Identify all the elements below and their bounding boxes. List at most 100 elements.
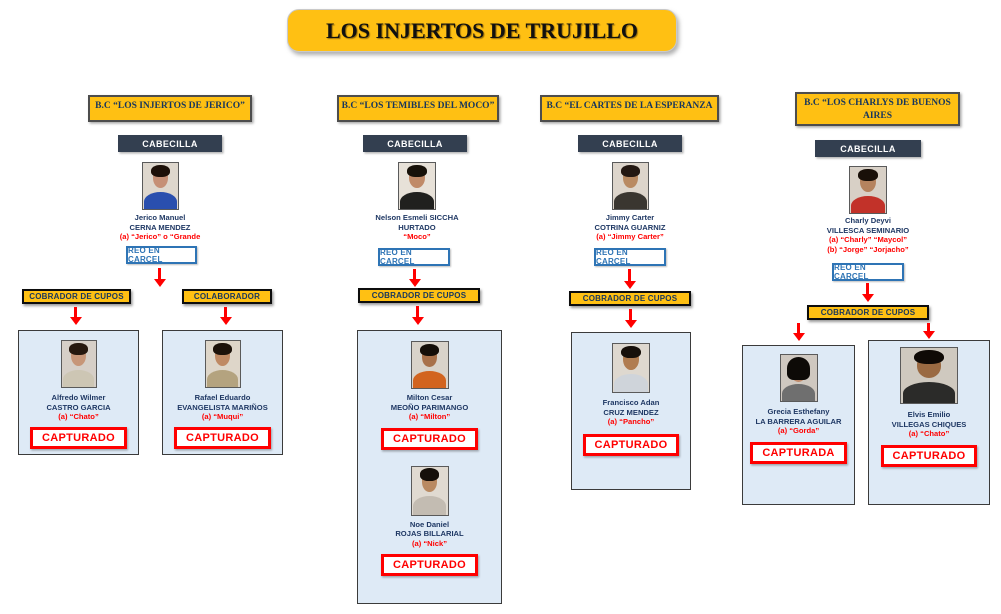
- person-alias: (a) “Pancho”: [607, 417, 655, 426]
- person-first-name: Francisco Adan: [602, 398, 660, 407]
- role-label-colaborador: COLABORADOR: [182, 289, 272, 304]
- person-first-name: Noe Daniel: [409, 519, 450, 529]
- arrow-down-icon: [624, 309, 637, 328]
- role-label-cobrador: COBRADOR DE CUPOS: [22, 289, 131, 304]
- member-name-block: Elvis Emilio VILLEGAS CHIQUES (a) “Chato…: [892, 410, 967, 439]
- arrow-down-icon: [623, 269, 636, 289]
- person-alias: (a) “Chato”: [908, 429, 950, 438]
- person-last-name: CASTRO GARCIA: [46, 402, 111, 412]
- photo-hair: [419, 343, 440, 356]
- photo-torso: [412, 496, 447, 515]
- cabecilla-label-jerico: CABECILLA: [118, 135, 222, 152]
- photo-torso: [62, 369, 95, 387]
- status-badge-reo: REO EN CARCEL: [378, 248, 450, 266]
- status-badge-reo: REO EN CARCEL: [832, 263, 904, 281]
- photo-torso: [614, 373, 648, 392]
- person-alias: (a) “Milton”: [408, 412, 451, 421]
- person-last-name: VILLESCA SEMINARIO: [826, 225, 910, 235]
- person-last-name: COTRINA GUARNIZ: [594, 222, 666, 232]
- person-first-name: Milton Cesar: [406, 393, 453, 402]
- photo-torso: [144, 191, 177, 209]
- leader-name-block: Jimmy Carter COTRINA GUARNIZ (a) “Jimmy …: [563, 213, 697, 242]
- member-name-block: Noe Daniel ROJAS BILLARIAL (a) “Nick”: [395, 520, 463, 549]
- leader-name-block: Jerico Manuel CERNA MENDEZ (a) “Jerico” …: [95, 213, 225, 242]
- arrow-down-icon: [922, 323, 935, 339]
- mugshot-photo: [398, 162, 436, 210]
- photo-torso: [206, 369, 239, 387]
- photo-hair: [407, 164, 427, 177]
- member-name-block: Francisco Adan CRUZ MENDEZ (a) “Pancho”: [603, 398, 660, 427]
- member-card: Alfredo Wilmer CASTRO GARCIA (a) “Chato”…: [18, 330, 139, 455]
- status-badge-capturado: CAPTURADO: [381, 427, 478, 450]
- person-first-name: Rafael Eduardo: [194, 393, 251, 402]
- photo-torso: [902, 382, 956, 403]
- mugshot-photo: [900, 347, 958, 404]
- member-name-block: Milton Cesar MEOÑO PARIMANGO (a) “Milton…: [391, 393, 468, 422]
- mugshot-photo: [612, 343, 650, 393]
- arrow-down-icon: [153, 268, 166, 287]
- photo-hair: [419, 468, 440, 481]
- person-alias: (a) “Jimmy Carter”: [596, 232, 664, 241]
- status-badge-capturado: CAPTURADO: [174, 426, 271, 449]
- cabecilla-label-esperanza: CABECILLA: [578, 135, 682, 152]
- role-label-cobrador: COBRADOR DE CUPOS: [807, 305, 929, 320]
- photo-hair: [621, 345, 641, 359]
- person-last-name: ROJAS BILLARIAL: [395, 529, 464, 538]
- branch-header-jerico: B.C “LOS INJERTOS DE JERICO”: [88, 95, 252, 122]
- member-card: Elvis Emilio VILLEGAS CHIQUES (a) “Chato…: [868, 340, 990, 505]
- person-first-name: Charly Deyvi: [844, 216, 891, 225]
- branch-header-esperanza: B.C “EL CARTES DE LA ESPERANZA: [540, 95, 719, 122]
- person-first-name: Grecia Esthefany: [767, 407, 830, 416]
- person-last-name: EVANGELISTA MARIÑOS: [177, 402, 268, 412]
- cabecilla-label-moco: CABECILLA: [363, 135, 467, 152]
- member-card: Milton Cesar MEOÑO PARIMANGO (a) “Milton…: [357, 330, 502, 604]
- status-badge-capturado: CAPTURADO: [880, 444, 978, 467]
- arrow-down-icon: [411, 306, 424, 325]
- photo-torso: [781, 383, 816, 401]
- role-label-cobrador: COBRADOR DE CUPOS: [358, 288, 480, 303]
- person-alias-2: (b) “Jorge” “Jorjacho”: [827, 244, 909, 254]
- arrow-down-icon: [219, 307, 232, 325]
- arrow-down-icon: [861, 283, 874, 302]
- mugshot-photo: [142, 162, 179, 210]
- person-alias: (a) “Gorda”: [777, 426, 820, 435]
- person-alias: (a) “Muqui”: [201, 412, 244, 421]
- person-last-name: VILLEGAS CHIQUES: [891, 419, 967, 429]
- person-alias: (a) “Charly” “Maycol”: [828, 235, 908, 244]
- mugshot-photo: [779, 354, 818, 402]
- photo-hair: [621, 164, 640, 177]
- member-card: Grecia Esthefany LA BARRERA AGUILAR (a) …: [742, 345, 855, 505]
- branch-header-charlys: B.C “LOS CHARLYS DE BUENOS AIRES: [795, 92, 960, 126]
- mugshot-photo: [204, 340, 241, 388]
- status-badge-capturado: CAPTURADO: [381, 554, 478, 576]
- member-name-block: Rafael Eduardo EVANGELISTA MARIÑOS (a) “…: [177, 393, 268, 422]
- cabecilla-label-charlys: CABECILLA: [815, 140, 921, 157]
- role-label-cobrador: COBRADOR DE CUPOS: [569, 291, 691, 306]
- person-alias: (a) “Nick”: [411, 538, 448, 548]
- arrow-down-icon: [408, 269, 421, 287]
- person-last-name: CERNA MENDEZ: [129, 222, 191, 232]
- photo-torso: [614, 191, 647, 209]
- person-last-name: CRUZ MENDEZ: [603, 407, 659, 417]
- mugshot-photo: [410, 341, 449, 389]
- leader-name-block: Nelson Esmeli SICCHA HURTADO “Moco”: [349, 213, 485, 242]
- branch-header-moco: B.C “LOS TEMIBLES DEL MOCO”: [337, 95, 499, 122]
- person-first-name: Alfredo Wilmer: [51, 393, 106, 402]
- status-badge-capturado: CAPTURADO: [30, 426, 127, 449]
- photo-hair: [786, 356, 811, 380]
- person-first-name: Jerico Manuel: [134, 213, 186, 222]
- photo-torso: [851, 195, 885, 213]
- photo-hair: [69, 342, 88, 355]
- person-last-name: LA BARRERA AGUILAR: [755, 416, 842, 426]
- mugshot-photo: [60, 340, 97, 388]
- person-alias: “Moco”: [403, 232, 431, 241]
- photo-torso: [412, 370, 447, 388]
- status-badge-capturado: CAPTURADO: [582, 433, 680, 456]
- person-alias: (a) “Jerico” o “Grande: [119, 232, 201, 241]
- arrow-down-icon: [792, 323, 805, 341]
- person-first-name: Elvis Emilio: [907, 410, 951, 419]
- photo-hair: [213, 342, 232, 355]
- member-card: Francisco Adan CRUZ MENDEZ (a) “Pancho” …: [571, 332, 691, 490]
- member-name-block: Grecia Esthefany LA BARRERA AGUILAR (a) …: [755, 407, 841, 436]
